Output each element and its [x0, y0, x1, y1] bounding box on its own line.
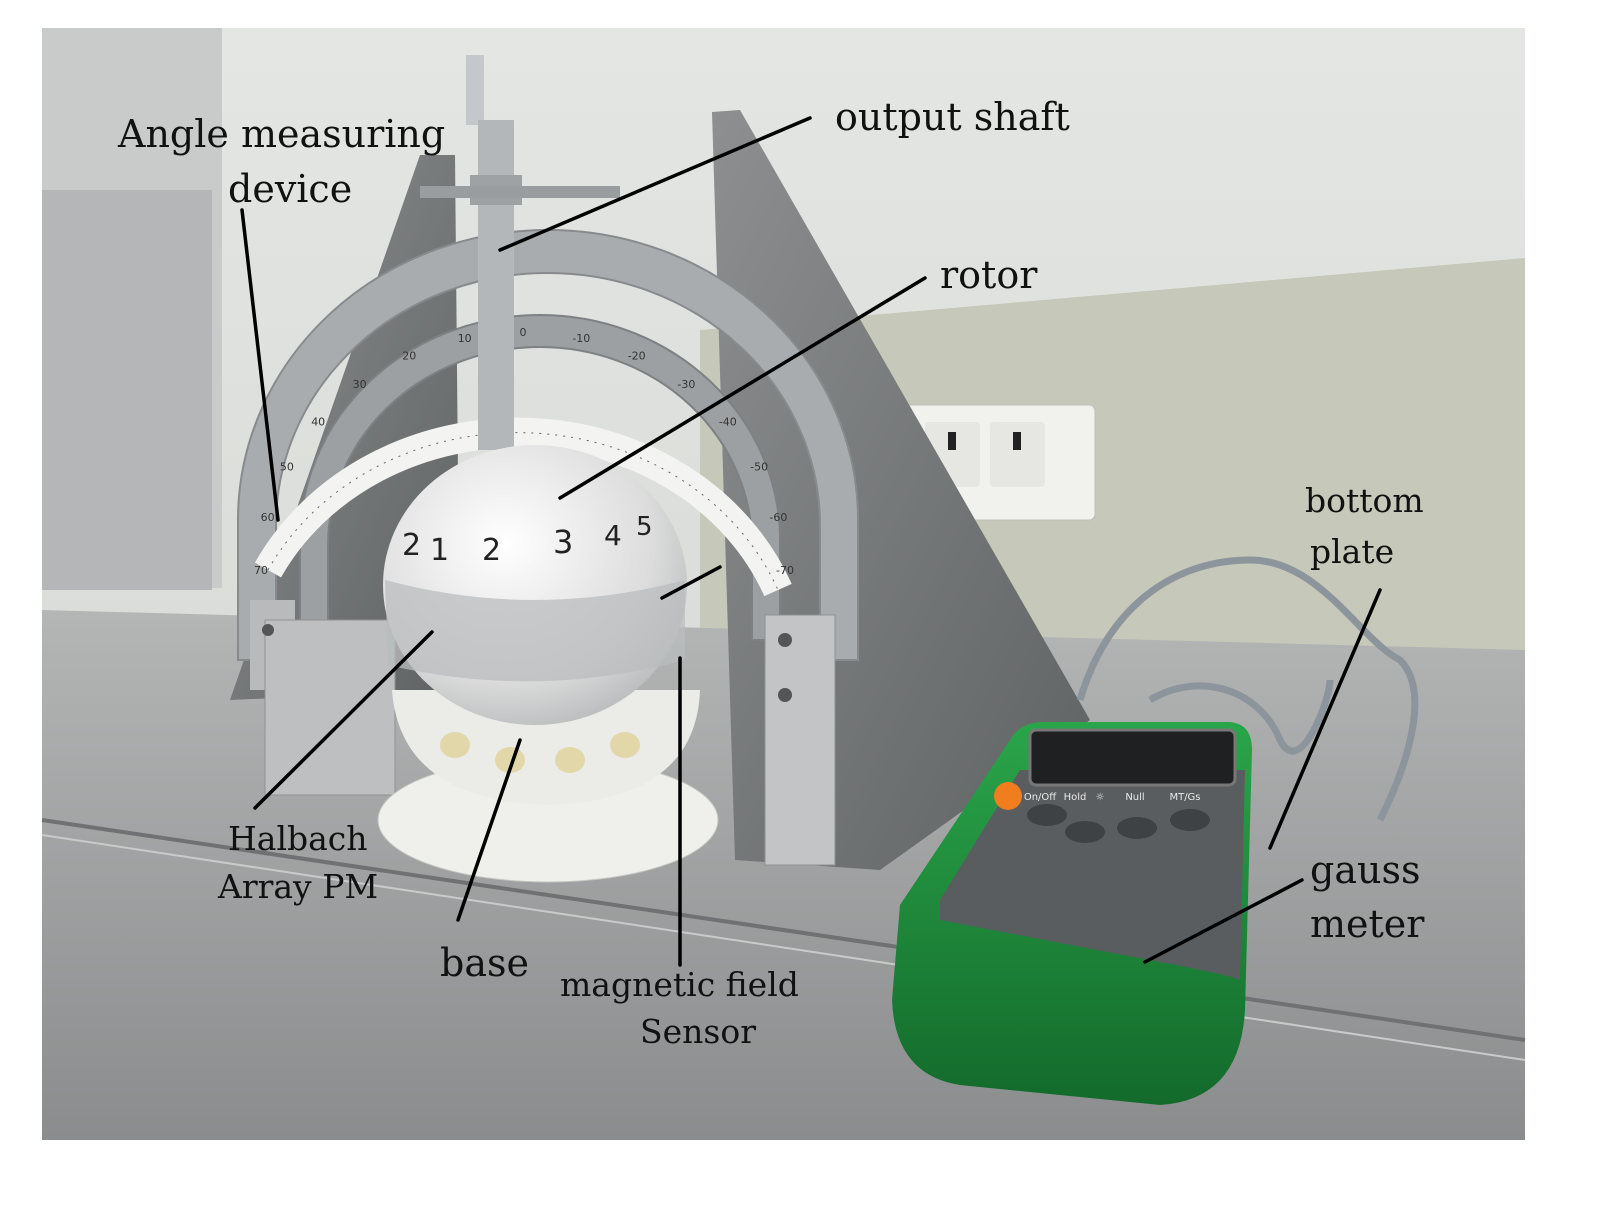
protractor-tick-label: -10: [572, 332, 590, 345]
rotor-sphere: 2 1 2 3 4 5: [383, 445, 687, 725]
inner-arch: [299, 314, 781, 641]
label-halbach: Halbach: [228, 819, 368, 858]
leader-halbach: [253, 630, 434, 810]
meter-button-label: MT/Gs: [1169, 792, 1200, 803]
label-angle-measuring: Angle measuring: [117, 112, 445, 156]
outer-arch: [237, 229, 859, 661]
protractor-tick-label: -30: [677, 378, 695, 391]
protractor-tick-label: 0: [520, 326, 527, 339]
label-meter: meter: [1310, 902, 1425, 946]
protractor-tick-label: 20: [402, 350, 416, 363]
leader-gauss-meter: [1143, 878, 1304, 964]
leader-lines: [240, 116, 1382, 967]
protractor-tick-label: 50: [280, 461, 294, 474]
label-sensor: Sensor: [640, 1012, 756, 1051]
base: [377, 690, 719, 883]
protractor-tick-label: 30: [353, 378, 367, 391]
protractor-tick-label: -40: [719, 416, 737, 429]
sphere-number: 1: [430, 533, 449, 568]
sphere-number: 4: [604, 519, 622, 552]
protractor-scale: [254, 417, 792, 597]
sphere-number: 2: [482, 533, 501, 568]
meter-button-label: ☼: [1096, 792, 1105, 803]
label-output-shaft: output shaft: [835, 95, 1070, 139]
sphere-number: 5: [636, 512, 653, 542]
label-array-pm: Array PM: [217, 867, 378, 906]
leader-sensor-probe: [660, 565, 722, 600]
output-shaft: [420, 55, 620, 450]
left-support-block: [250, 600, 396, 796]
meter-button-label: Null: [1125, 792, 1144, 803]
sensor-cable: [1076, 556, 1419, 822]
leader-bottom-plate: [1268, 588, 1382, 850]
gauss-meter: [892, 722, 1252, 1105]
leader-output-shaft: [498, 116, 812, 252]
protractor-tick-label: 70: [254, 564, 268, 577]
label-magnetic-field: magnetic field: [560, 965, 799, 1004]
leader-rotor: [558, 276, 927, 500]
label-plate: plate: [1310, 532, 1394, 571]
leader-angle-device: [240, 208, 280, 522]
label-device: device: [228, 167, 352, 211]
protractor-tick-label: -50: [750, 461, 768, 474]
label-gauss: gauss: [1310, 848, 1420, 892]
protractor-tick-label: 60: [261, 511, 275, 524]
sphere-number: 3: [553, 523, 573, 561]
protractor-tick-label: -60: [769, 511, 787, 524]
label-bottom: bottom: [1305, 481, 1424, 520]
protractor-tick-label: 40: [311, 416, 325, 429]
protractor-tick-label: -70: [776, 564, 794, 577]
meter-button-label: Hold: [1064, 792, 1087, 803]
leader-base: [456, 738, 522, 922]
label-base: base: [440, 941, 529, 985]
label-rotor: rotor: [940, 253, 1038, 297]
right-support-block: [764, 614, 836, 866]
protractor-tick-label: -20: [628, 350, 646, 363]
sphere-number: 2: [402, 528, 421, 563]
meter-button-label: On/Off: [1024, 792, 1057, 803]
protractor-tick-label: 10: [458, 332, 472, 345]
